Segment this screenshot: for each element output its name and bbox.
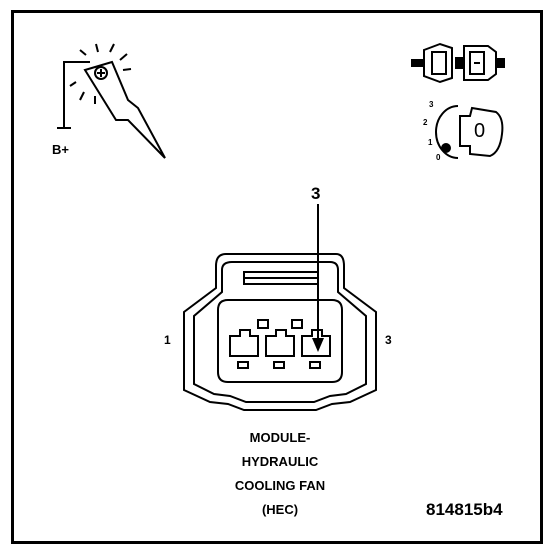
ignition-key-icon: [435, 105, 504, 159]
ignition-key-position-label: 0: [474, 120, 486, 142]
caption-line-2: HYDRAULIC: [241, 454, 319, 469]
pin-callout-arrow: [312, 204, 324, 352]
cavity-1-label: 1: [164, 333, 171, 347]
figure-id: 814815b4: [426, 500, 503, 519]
pin-callout-label: 3: [311, 184, 321, 203]
connector-face: [183, 253, 377, 411]
ignition-position-2: 2: [423, 118, 428, 127]
ignition-position-3: 3: [429, 100, 434, 109]
ignition-position-1: 1: [428, 138, 433, 147]
caption-line-1: MODULE-: [249, 430, 311, 445]
b-plus-label: B+: [52, 142, 69, 157]
cavity-3-label: 3: [385, 333, 392, 347]
caption-line-4: (HEC): [261, 502, 299, 517]
component-caption: MODULE- HYDRAULIC COOLING FAN (HEC): [200, 426, 360, 522]
caption-line-3: COOLING FAN: [234, 478, 326, 493]
ignition-position-0: 0: [436, 153, 441, 162]
diagram-frame: [11, 10, 543, 544]
test-lamp-icon: [57, 43, 166, 159]
connector-disconnected-icon: [411, 42, 505, 84]
